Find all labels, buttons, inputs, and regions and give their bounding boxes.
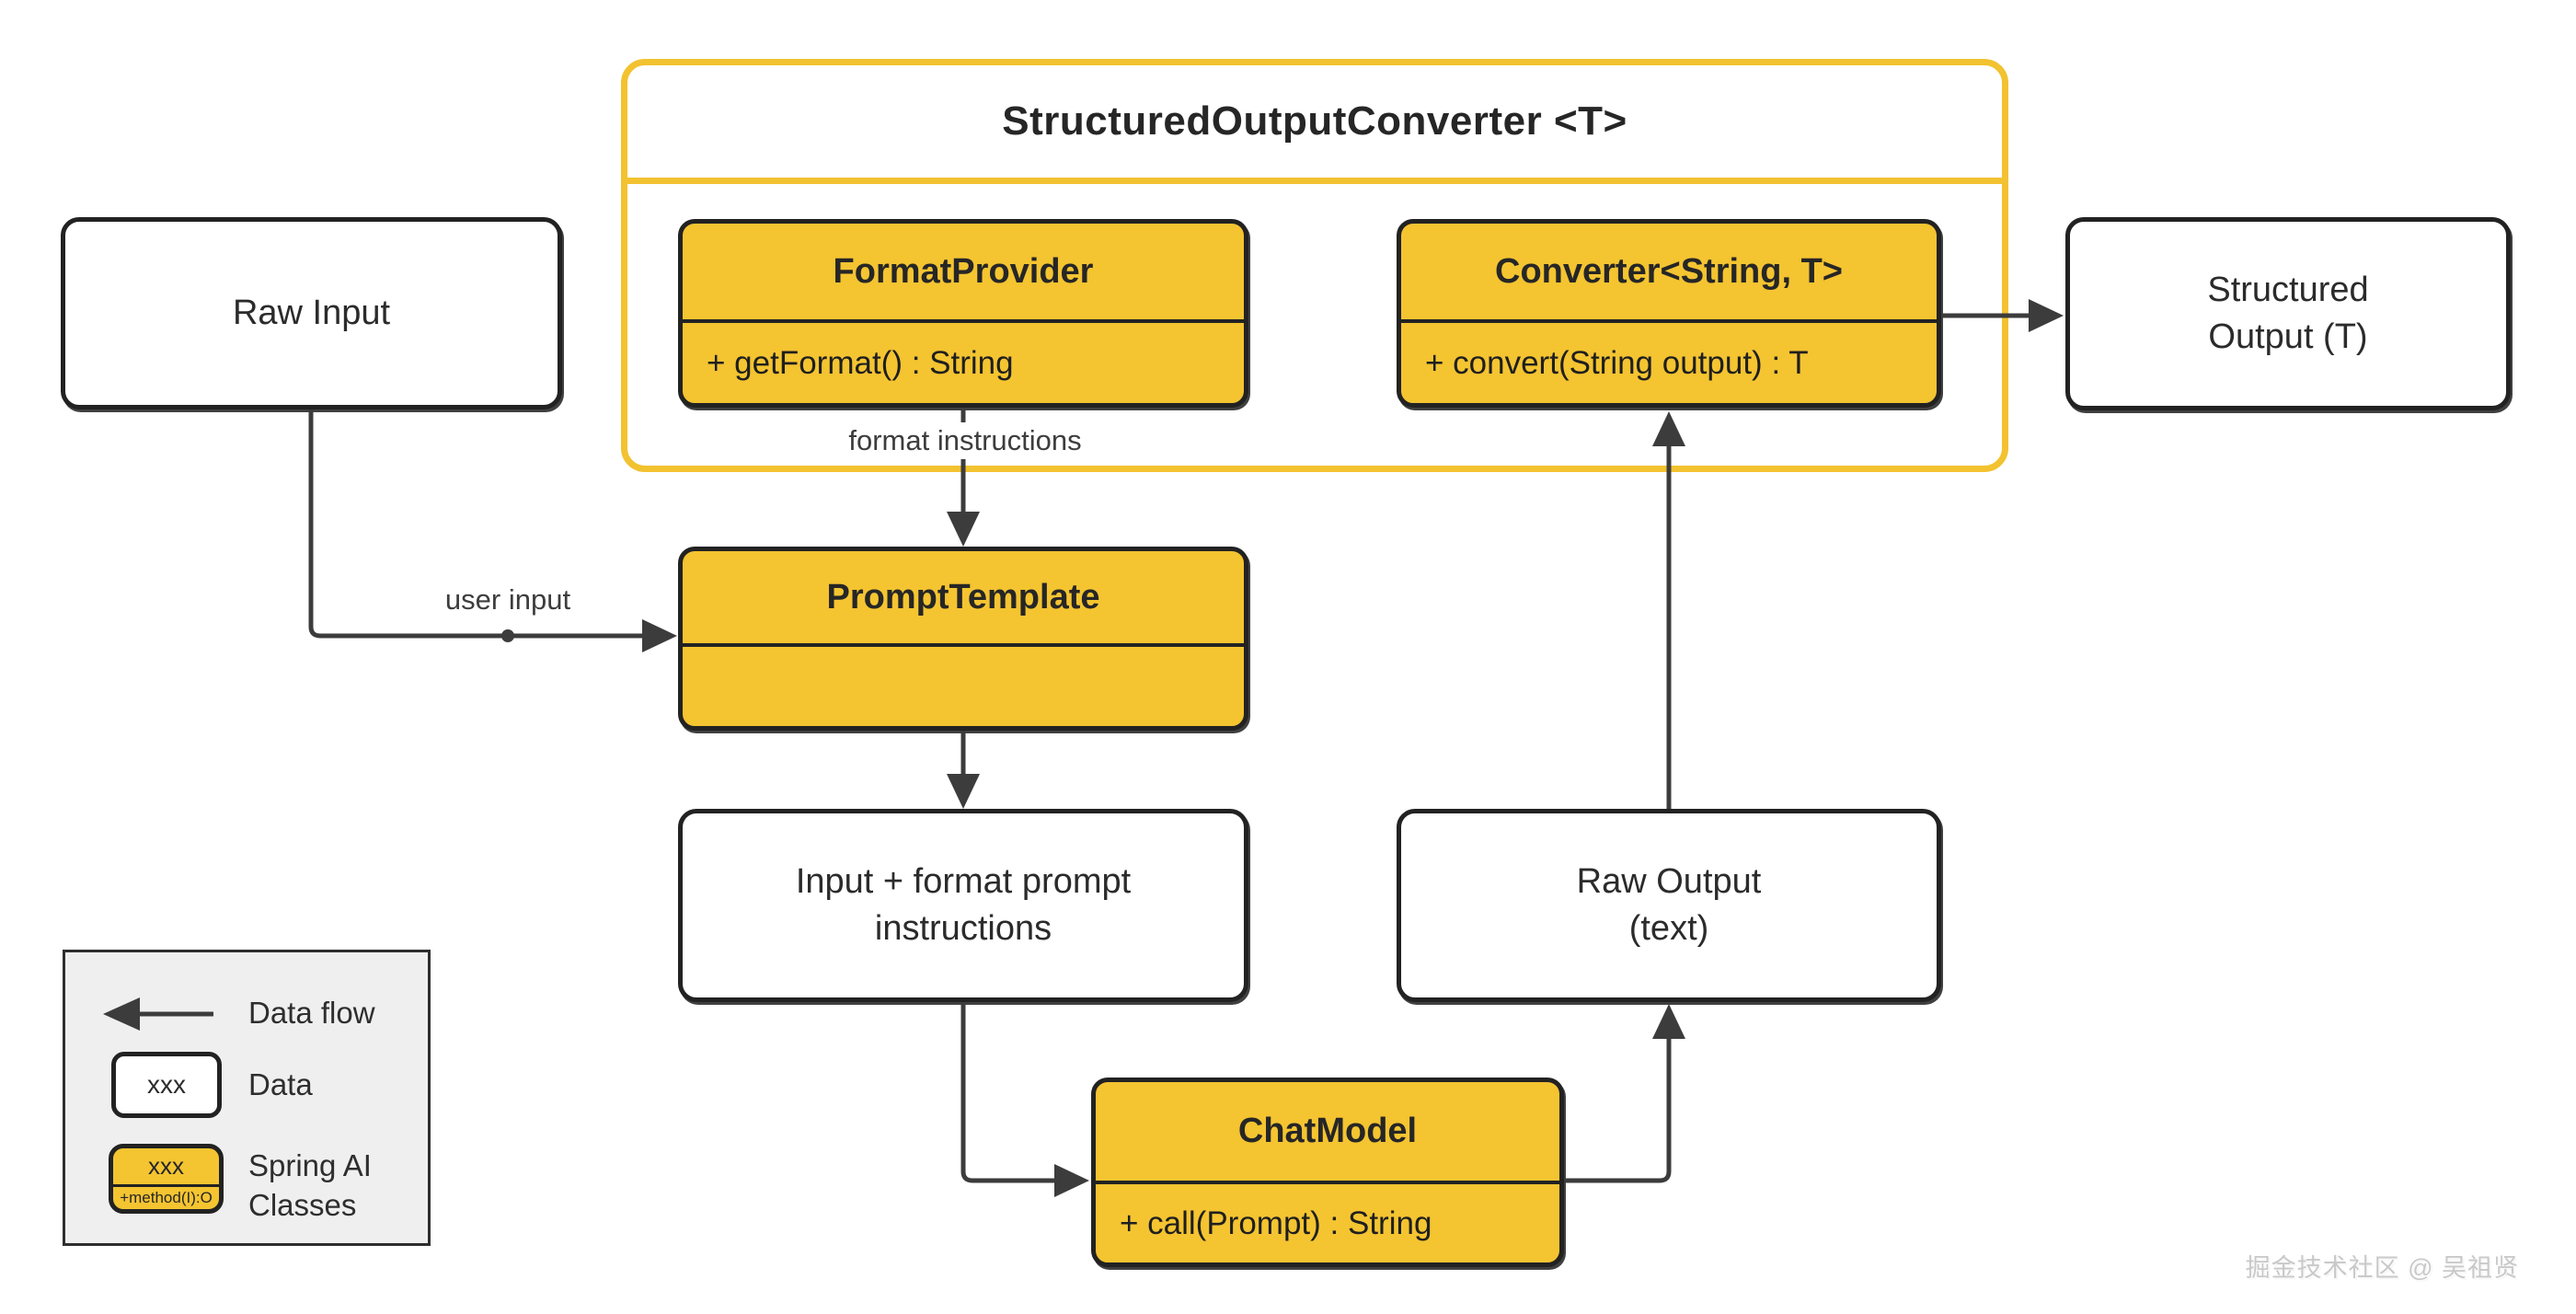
node-chat-model-title: ChatModel <box>1096 1082 1559 1184</box>
edge-input-format-to-chat-model <box>960 1002 1054 1183</box>
node-chat-model-method: + call(Prompt) : String <box>1120 1204 1432 1241</box>
node-format-provider-title: FormatProvider <box>683 224 1244 323</box>
node-input-format-line2: instructions <box>874 909 1052 948</box>
legend: Data flow xxx Data xxx +method(I):O Spri… <box>63 950 431 1246</box>
node-converter-method: + convert(String output) : T <box>1425 344 1809 381</box>
edge-chat-model-to-raw-output <box>1564 1039 1672 1183</box>
node-input-format-prompt: Input + format prompt instructions <box>678 809 1248 1002</box>
watermark: 掘金技术社区 @ 吴祖贤 <box>2245 1254 2519 1282</box>
node-structured-output: Structured Output (T) <box>2065 217 2511 410</box>
legend-data-sample-text: xxx <box>147 1070 186 1099</box>
legend-data-label: Data <box>248 1067 313 1101</box>
node-converter-title: Converter<String, T> <box>1401 224 1937 323</box>
node-prompt-template-title: PromptTemplate <box>683 551 1244 647</box>
legend-data-box-sample: xxx <box>111 1052 222 1118</box>
structured-output-converter-container: StructuredOutputConverter <T> <box>621 59 2008 472</box>
container-title: StructuredOutputConverter <T> <box>1002 98 1627 144</box>
arrowhead-into-structured-output <box>2029 299 2064 332</box>
node-raw-input-label: Raw Input <box>232 293 391 332</box>
legend-class-sample-title: xxx <box>113 1148 219 1187</box>
arrowhead-into-raw-output <box>1652 1004 1685 1039</box>
container-title-divider <box>627 178 2002 184</box>
node-format-provider-method: + getFormat() : String <box>707 344 1014 381</box>
edge-junction-dot <box>501 629 514 642</box>
node-prompt-template-body <box>683 647 1244 726</box>
edge-label-user-input: user input <box>444 583 571 616</box>
legend-class-box-sample: xxx +method(I):O <box>109 1144 224 1214</box>
node-chat-model: ChatModel + call(Prompt) : String <box>1091 1078 1564 1267</box>
node-converter: Converter<String, T> + convert(String ou… <box>1397 219 1941 408</box>
arrowhead-into-prompt-template-top <box>947 512 980 547</box>
legend-data-flow-label: Data flow <box>248 996 375 1030</box>
node-raw-output-line1: Raw Output <box>1576 861 1762 901</box>
node-raw-output: Raw Output (text) <box>1397 809 1941 1002</box>
arrowhead-into-chat-model <box>1054 1164 1089 1197</box>
legend-spring-ai-classes-label: Spring AI Classes <box>248 1148 372 1222</box>
arrowhead-into-input-format <box>947 774 980 809</box>
node-format-provider: FormatProvider + getFormat() : String <box>678 219 1248 408</box>
arrowhead-into-prompt-template <box>642 619 677 652</box>
edge-label-format-instructions: format instructions <box>837 422 1093 459</box>
node-structured-output-line2: Output (T) <box>2208 317 2368 356</box>
node-input-format-line1: Input + format prompt <box>795 861 1132 901</box>
node-structured-output-line1: Structured <box>2207 270 2369 309</box>
node-raw-output-line2: (text) <box>1628 909 1709 948</box>
legend-class-sample-method: +method(I):O <box>120 1189 213 1206</box>
node-raw-input: Raw Input <box>61 217 562 409</box>
node-prompt-template: PromptTemplate <box>678 547 1248 731</box>
